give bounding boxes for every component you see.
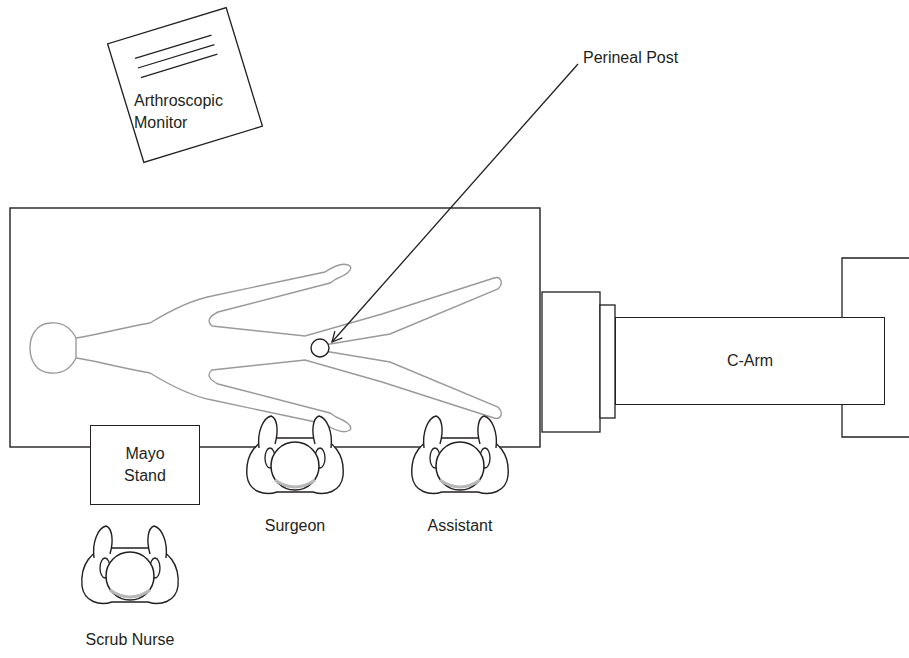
c-arm-box: C-Arm (615, 317, 885, 405)
perineal-post (311, 339, 329, 357)
mayo-stand-box: Mayo Stand (90, 425, 200, 505)
staff-label: Surgeon (265, 516, 326, 536)
node-label: Mayo Stand (110, 443, 180, 487)
operating-table (10, 208, 540, 447)
assistant-figure (412, 416, 508, 493)
node-label: C-Arm (690, 350, 810, 372)
callout-label: Perineal Post (583, 48, 678, 68)
detector-collar (600, 305, 615, 418)
scrub-nurse-figure (82, 526, 178, 603)
staff-label: Scrub Nurse (86, 630, 175, 650)
monitor-outline (100, 4, 270, 166)
monitor-box: Arthroscopic Monitor (100, 4, 270, 166)
surgeon-figure (247, 416, 343, 493)
staff-label: Assistant (428, 516, 493, 536)
patient-outline (30, 264, 501, 431)
leader-line (332, 64, 578, 342)
node-label: Arthroscopic Monitor (134, 90, 244, 134)
image-intensifier (542, 292, 600, 432)
